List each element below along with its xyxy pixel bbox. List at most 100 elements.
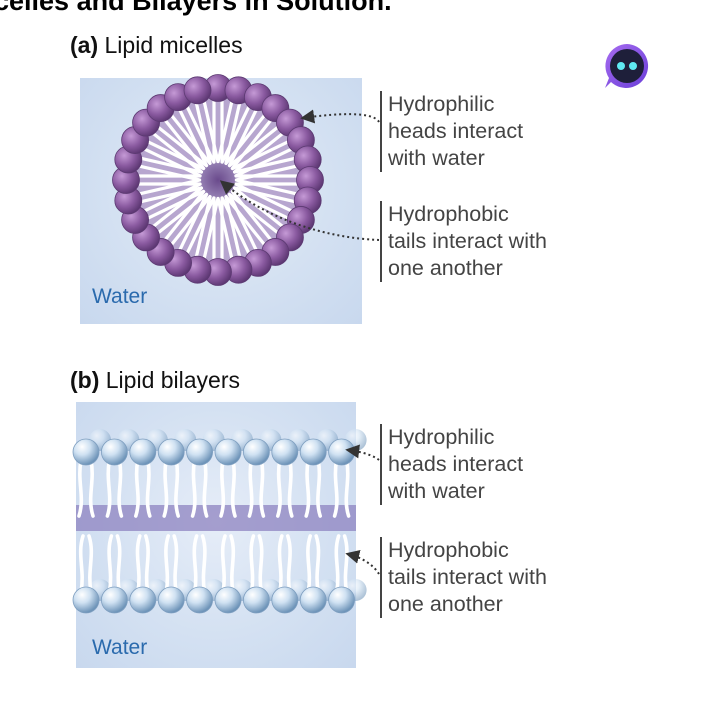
bilayer-tail-lower (229, 534, 236, 594)
arrow-micelle-tails (219, 180, 380, 241)
micelle-diagram (112, 74, 324, 286)
bilayer-tail-upper (162, 458, 169, 518)
micelle-tail (169, 194, 212, 247)
bilayer-callout-heads: Hydrophilic heads interact with water (380, 424, 588, 505)
bilayer-tail-lower (249, 534, 256, 594)
bilayer-head-bottom (299, 586, 327, 614)
bilayer-head-top (214, 438, 242, 466)
micelle-tail (224, 195, 242, 259)
callout-line: with water (388, 479, 485, 503)
micelle-tail (224, 113, 267, 166)
panel-b-title: (b) Lipid bilayers (70, 367, 240, 394)
micelle-tail (216, 99, 234, 164)
bilayer-tail-lower (107, 534, 114, 594)
bilayer-tail-upper (145, 458, 152, 518)
micelle-tail (227, 125, 280, 168)
micelle-tail (220, 104, 251, 164)
bilayer-tail-upper (316, 458, 322, 518)
callout-arrows (219, 109, 380, 575)
bilayer-head-bottom (242, 586, 270, 614)
bilayer-tail-upper (219, 458, 226, 518)
micelle-tail (234, 182, 294, 213)
micelle-tail (230, 140, 290, 171)
bilayer-tail-lower (87, 534, 94, 594)
arrow-bilayer-heads (345, 444, 380, 461)
bilayer-head-bottom (101, 586, 128, 614)
callout-line: heads interact (388, 452, 524, 476)
bilayer-tail-lower (286, 534, 292, 594)
callout-line: with water (388, 146, 485, 170)
micelle-tail (151, 131, 204, 174)
micelle-callout-tails: Hydrophobic tails interact with one anot… (380, 201, 588, 282)
bilayer-tail-lower (164, 534, 170, 594)
callout-line: Hydrophilic (388, 92, 495, 116)
bilayer-tail-lower (220, 534, 227, 594)
callout-line: Hydrophobic (388, 202, 509, 226)
micelle-tail (146, 189, 206, 220)
bilayer-tail-lower (135, 534, 142, 594)
bilayer-tail-upper (134, 458, 140, 518)
micelle-tail (137, 164, 202, 182)
bilayer-head-bottom (157, 586, 185, 614)
panel-a-letter: (a) (70, 32, 99, 58)
bilayer-tail-lower (144, 534, 150, 594)
panel-a-title-text: Lipid micelles (104, 32, 243, 58)
bilayer-tail-upper (174, 458, 180, 518)
micelle-head (183, 76, 212, 105)
panel-b-letter: (b) (70, 367, 100, 393)
callout-line: one another (388, 256, 503, 280)
bilayer-tail-lower (306, 534, 312, 594)
bilayer-tail-lower (314, 534, 321, 594)
micelle-tail (185, 196, 216, 256)
bilayer-tail-lower (200, 534, 207, 594)
micelle-tail (234, 178, 299, 196)
bilayer-tail-upper (287, 458, 294, 518)
callout-line: Hydrophobic (388, 538, 509, 562)
panel-a-title: (a) Lipid micelles (70, 32, 243, 59)
bilayer-tail-upper (105, 458, 112, 518)
bilayer-tail-lower (257, 534, 264, 594)
bilayer-tail-upper (259, 458, 266, 518)
arrow-bilayer-tails (345, 549, 380, 575)
bilayer-head-top (72, 438, 100, 466)
bilayer-head-top (101, 438, 128, 466)
panel-b-title-text: Lipid bilayers (105, 367, 241, 393)
micelle-core (198, 160, 238, 200)
arrow-micelle-heads (300, 109, 380, 124)
bilayer-tail-upper (230, 458, 237, 518)
micelle-tail (202, 99, 220, 164)
bilayer-tail-lower (115, 534, 122, 594)
bilayer-head-top (129, 438, 157, 466)
callout-line: heads interact (388, 119, 524, 143)
micelle-tail (194, 101, 212, 165)
bilayer-head-top (299, 438, 327, 466)
micelle-tail (230, 189, 273, 242)
callout-line: tails interact with (388, 565, 547, 589)
bilayer-tail-upper (332, 458, 339, 518)
bilayer-callout-tails: Hydrophobic tails interact with one anot… (380, 537, 588, 618)
micelle-tail (139, 186, 203, 204)
bilayer-tail-lower (192, 534, 199, 594)
bilayer-head-bottom (214, 586, 242, 614)
chat-bot-icon[interactable] (603, 42, 651, 90)
bilayer-head-top (186, 438, 214, 466)
bilayer-head-bottom (328, 586, 356, 614)
bilayer-head-bottom (129, 586, 157, 614)
bilayer-head-bottom (186, 586, 214, 614)
callout-line: Hydrophilic (388, 425, 495, 449)
micelle-tail (227, 192, 258, 252)
bilayer-tail-lower (334, 534, 341, 594)
bilayer-tail-upper (304, 458, 311, 518)
bilayer-head-bottom (271, 586, 299, 614)
bilayer-diagram (72, 429, 367, 614)
callout-line: one another (388, 592, 503, 616)
bilayer-head-top (242, 438, 270, 466)
bilayer-tail-upper (117, 458, 124, 518)
bilayer-head-top (271, 438, 299, 466)
bilayer-tail-upper (88, 458, 95, 518)
bilayer-tail-upper (190, 458, 197, 518)
bilayer-tail-upper (77, 458, 84, 518)
micelle-tail (142, 147, 202, 178)
micelle-tail (156, 192, 209, 235)
bilayer-tail-lower (172, 534, 179, 594)
